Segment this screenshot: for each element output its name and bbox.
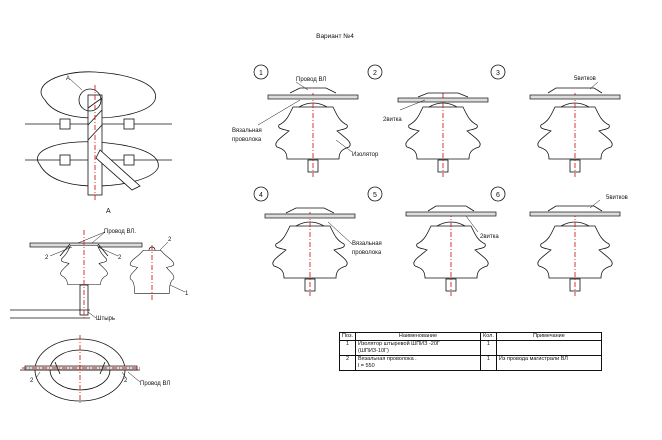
step-4-number: 4 bbox=[259, 192, 263, 199]
header-qty: Кол. bbox=[480, 332, 497, 341]
detail-a-plan-view: 2 2 Провод ВЛ bbox=[20, 335, 170, 405]
callout-a: А bbox=[66, 76, 70, 82]
row-1-name: Изолятор штыревой ШПИЗ -20Г (ШПИЗ-10Г) bbox=[355, 340, 481, 356]
row-2-name: Вязальная проволока . l = 550 bbox=[355, 355, 481, 371]
row-1-name-line2: (ШПИЗ-10Г) bbox=[358, 348, 389, 354]
step-5-diagram: 5 2витка bbox=[367, 186, 499, 297]
label-binding-wire-4-l2: проволока bbox=[352, 250, 382, 256]
detail-a-front-view: Провод ВЛ. 2 2 Штырь bbox=[10, 229, 143, 322]
table-row: 1 Изолятор штыревой ШПИЗ -20Г (ШПИЗ-10Г)… bbox=[339, 340, 602, 356]
detail-a-side-view: 2 1 bbox=[129, 237, 189, 300]
row-2-qty: 1 bbox=[480, 355, 497, 371]
row-1-qty: 1 bbox=[480, 340, 497, 356]
row-2-name-line2: l = 550 bbox=[358, 363, 375, 369]
step-5-number: 5 bbox=[373, 192, 377, 199]
row-2-name-line1: Вязальная проволока . bbox=[358, 356, 417, 362]
label-turns-2b: 2витка bbox=[480, 234, 499, 240]
label-turns-2a: 2витка bbox=[383, 117, 402, 123]
label-wire-vl: Провод ВЛ bbox=[296, 77, 326, 83]
step-6-number: 6 bbox=[496, 192, 500, 199]
label-binding-wire-4-l1: Вязальная bbox=[352, 241, 382, 247]
step-1-number: 1 bbox=[259, 70, 263, 77]
pos-2-right: 2 bbox=[118, 255, 122, 261]
step-3-number: 3 bbox=[496, 70, 500, 77]
step-2-diagram: 2 2витка bbox=[367, 64, 489, 178]
drawing-title: Вариант №4 bbox=[316, 33, 354, 40]
label-binding-wire-l1: Вязальная bbox=[232, 128, 262, 134]
label-insulator: Изолятор bbox=[352, 152, 379, 158]
label-turns-5a: 5витков bbox=[574, 76, 596, 82]
pos-2-plan-left: 2 bbox=[30, 378, 34, 384]
pos-2-side: 2 bbox=[168, 237, 172, 243]
step-4-diagram: 4 Вязальная проволока bbox=[253, 186, 382, 297]
label-turns-5b: 5витков bbox=[606, 195, 628, 201]
row-2-pos: 2 bbox=[339, 355, 356, 371]
view-label: А bbox=[106, 208, 111, 215]
header-name: Наименование bbox=[355, 332, 481, 341]
table-header-row: Поз. Наименование Кол. Примечание bbox=[339, 332, 602, 341]
pos-2-left: 2 bbox=[45, 255, 49, 261]
header-note: Примечание bbox=[495, 332, 602, 341]
crossarm-plan-view: А А bbox=[25, 71, 172, 215]
step-1-diagram: 1 Провод ВЛ Вязальная проволока Изолятор bbox=[232, 64, 379, 178]
step-6-diagram: 6 5витков bbox=[490, 186, 628, 297]
table-row: 2 Вязальная проволока . l = 550 1 Из про… bbox=[339, 355, 602, 371]
step-3-diagram: 3 5витков bbox=[490, 64, 621, 178]
row-1-note bbox=[495, 340, 602, 356]
step-2-number: 2 bbox=[373, 70, 377, 77]
row-1-name-line1: Изолятор штыревой ШПИЗ -20Г bbox=[358, 341, 440, 347]
header-pos: Поз. bbox=[339, 332, 356, 341]
label-binding-wire-l2: проволока bbox=[232, 137, 262, 143]
specification-table: Поз. Наименование Кол. Примечание 1 Изол… bbox=[339, 332, 602, 371]
label-pin: Штырь bbox=[96, 316, 115, 322]
pos-2-plan-right: 2 bbox=[124, 378, 128, 384]
label-wire-vl-a: Провод ВЛ. bbox=[104, 229, 136, 235]
row-1-pos: 1 bbox=[339, 340, 356, 356]
pos-1-side: 1 bbox=[185, 291, 189, 297]
detail-a-circle bbox=[78, 88, 102, 112]
label-wire-vl-plan: Провод ВЛ bbox=[140, 381, 170, 387]
row-2-note: Из провода магистрали ВЛ bbox=[495, 355, 602, 371]
